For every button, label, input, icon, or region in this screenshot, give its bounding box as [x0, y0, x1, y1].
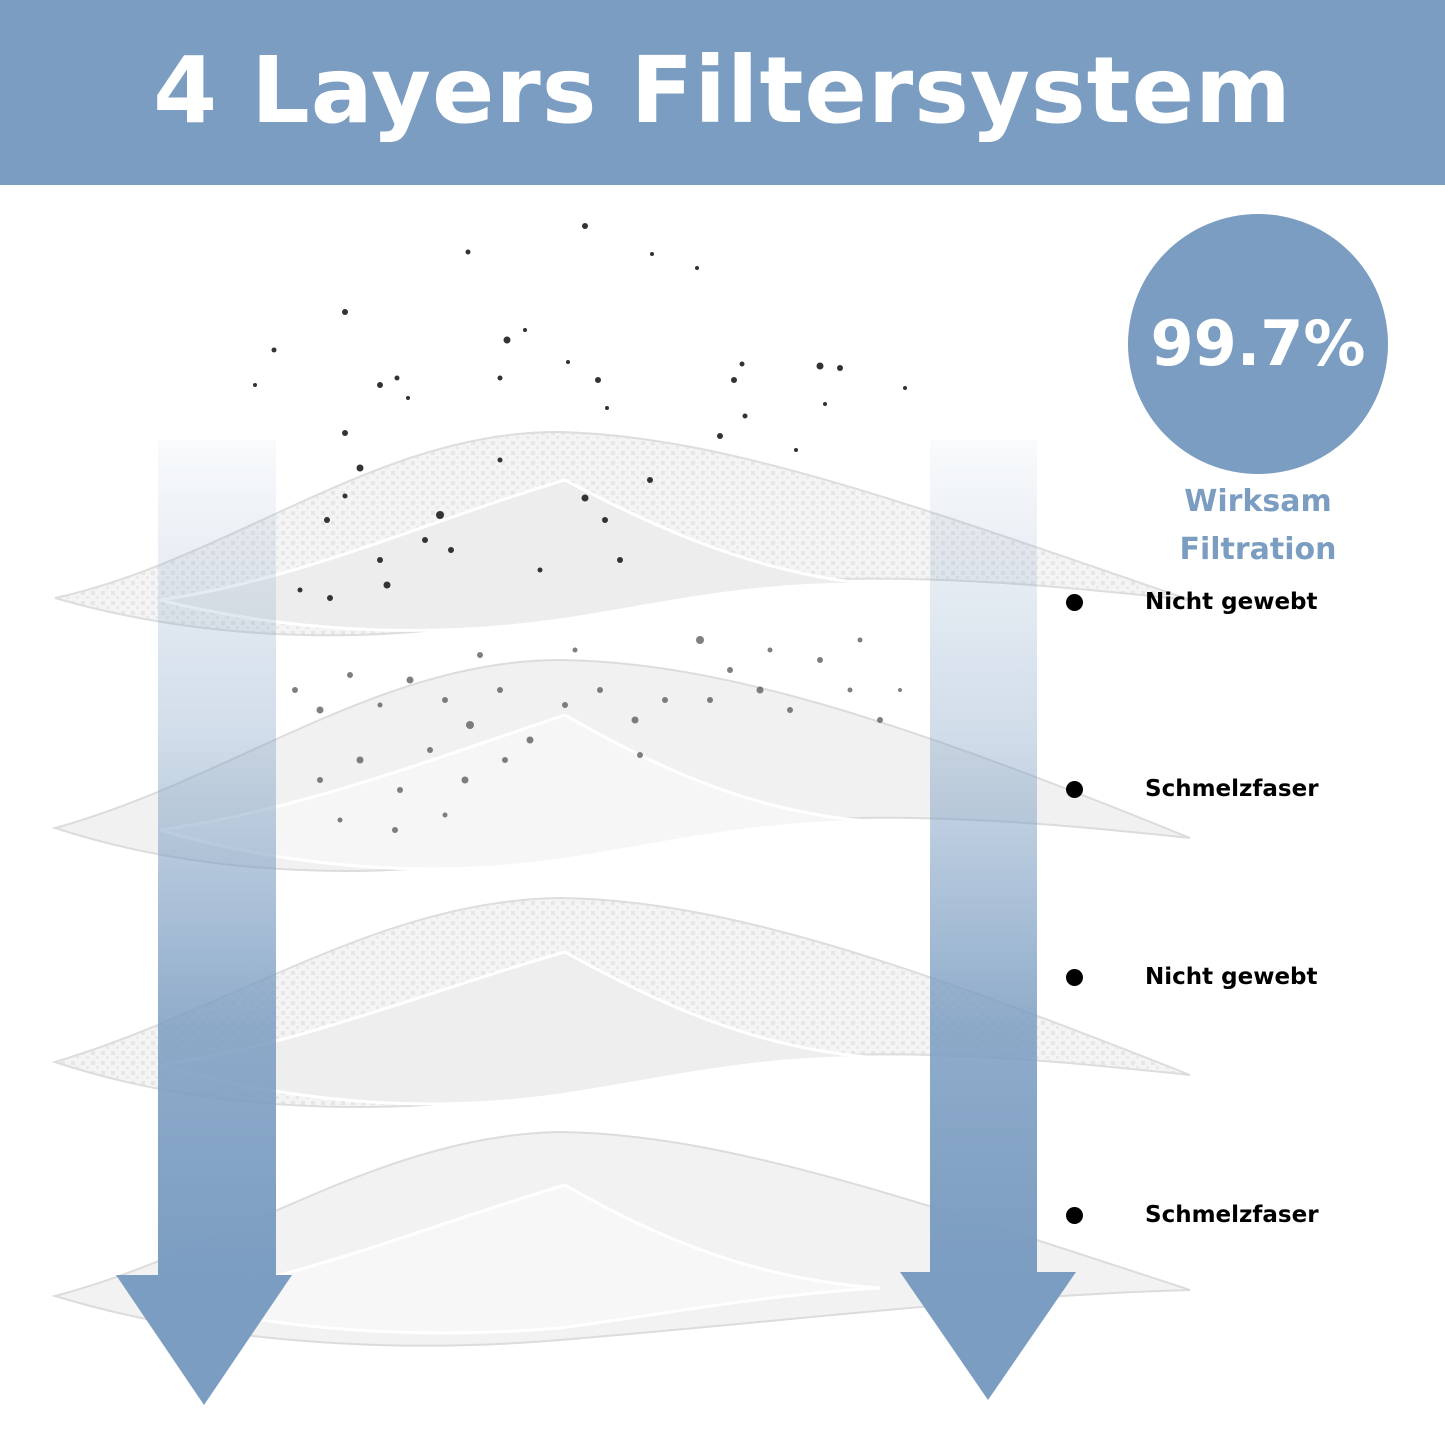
header-banner: 4 Layers Filtersystem — [0, 0, 1445, 185]
bullet-icon — [1066, 780, 1083, 798]
efficiency-value: 99.7% — [1150, 307, 1366, 380]
layer-label-4: Schmelzfaser — [1066, 1195, 1366, 1235]
right-airflow-arrow-icon — [900, 440, 1076, 1400]
layer-label-text: Nicht gewebt — [1145, 589, 1318, 615]
page-title: 4 Layers Filtersystem — [153, 36, 1292, 144]
filter-illustration — [51, 223, 1191, 1405]
layer-label-text: Schmelzfaser — [1145, 776, 1319, 802]
filter-layer-4-icon — [51, 1130, 1191, 1347]
dust-particles-icon — [253, 223, 907, 601]
layer-label-2: Schmelzfaser — [1066, 769, 1366, 809]
left-airflow-arrow-icon — [116, 440, 292, 1405]
layer-label-text: Nicht gewebt — [1145, 964, 1318, 990]
bullet-icon — [1066, 1206, 1083, 1224]
efficiency-badge: 99.7% — [1128, 214, 1388, 474]
caption-line-1: Wirksam — [1184, 484, 1332, 519]
filter-layer-3-icon — [51, 896, 1191, 1108]
layer-label-1: Nicht gewebt — [1066, 582, 1366, 622]
bullet-icon — [1066, 593, 1083, 611]
layer-label-text: Schmelzfaser — [1145, 1202, 1319, 1228]
efficiency-caption: Wirksam Filtration — [1130, 478, 1386, 574]
caption-line-2: Filtration — [1179, 532, 1337, 567]
filter-layer-1-icon — [54, 430, 1191, 637]
bullet-icon — [1066, 968, 1083, 986]
layer-label-3: Nicht gewebt — [1066, 957, 1366, 997]
dust-particles-fine-icon — [292, 636, 902, 833]
